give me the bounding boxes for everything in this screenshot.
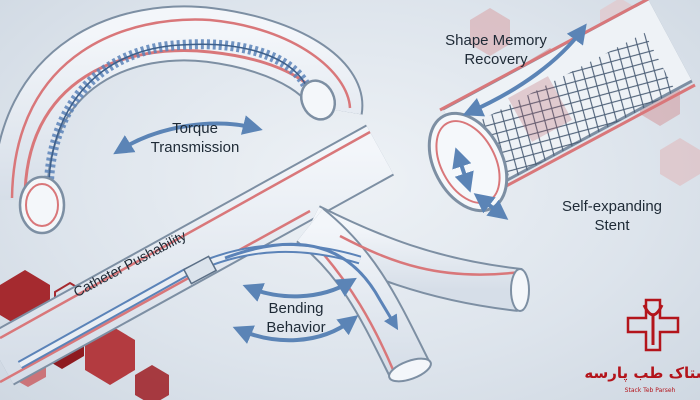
torque-arrow <box>113 115 263 155</box>
caduceus-icon <box>642 304 664 345</box>
bending-label-line2: Behavior <box>266 319 325 336</box>
logo-name: استاک طب پارسه <box>584 364 700 383</box>
bending-arrow <box>232 315 359 344</box>
company-logo: استاک طب پارسه Stack Teb Parseh <box>584 298 700 394</box>
branching-vessel <box>0 124 530 386</box>
annotation-arrows <box>113 23 587 344</box>
stent-expand-arrow-1 <box>452 147 474 193</box>
medical-cross-icon <box>626 298 680 352</box>
curved-catheter-tube <box>0 5 364 235</box>
shape-memory-label-line2: Recovery <box>464 51 528 68</box>
self-expanding-label-line2: Stent <box>594 217 630 234</box>
bending-label-line1: Bending <box>268 300 323 317</box>
torque-label-line1: Torque <box>172 120 218 137</box>
torque-label-line2: Transmission <box>151 139 240 156</box>
logo-tagline: Stack Teb Parseh <box>625 387 676 394</box>
shape-memory-label-line1: Shape Memory <box>445 32 547 49</box>
catheter-connector <box>182 255 218 285</box>
shape-memory-arrow <box>462 23 587 117</box>
bending-arrow-top <box>242 277 357 302</box>
stent-expand-arrow-2 <box>473 193 509 220</box>
self-expanding-label-line1: Self-expanding <box>562 198 662 215</box>
